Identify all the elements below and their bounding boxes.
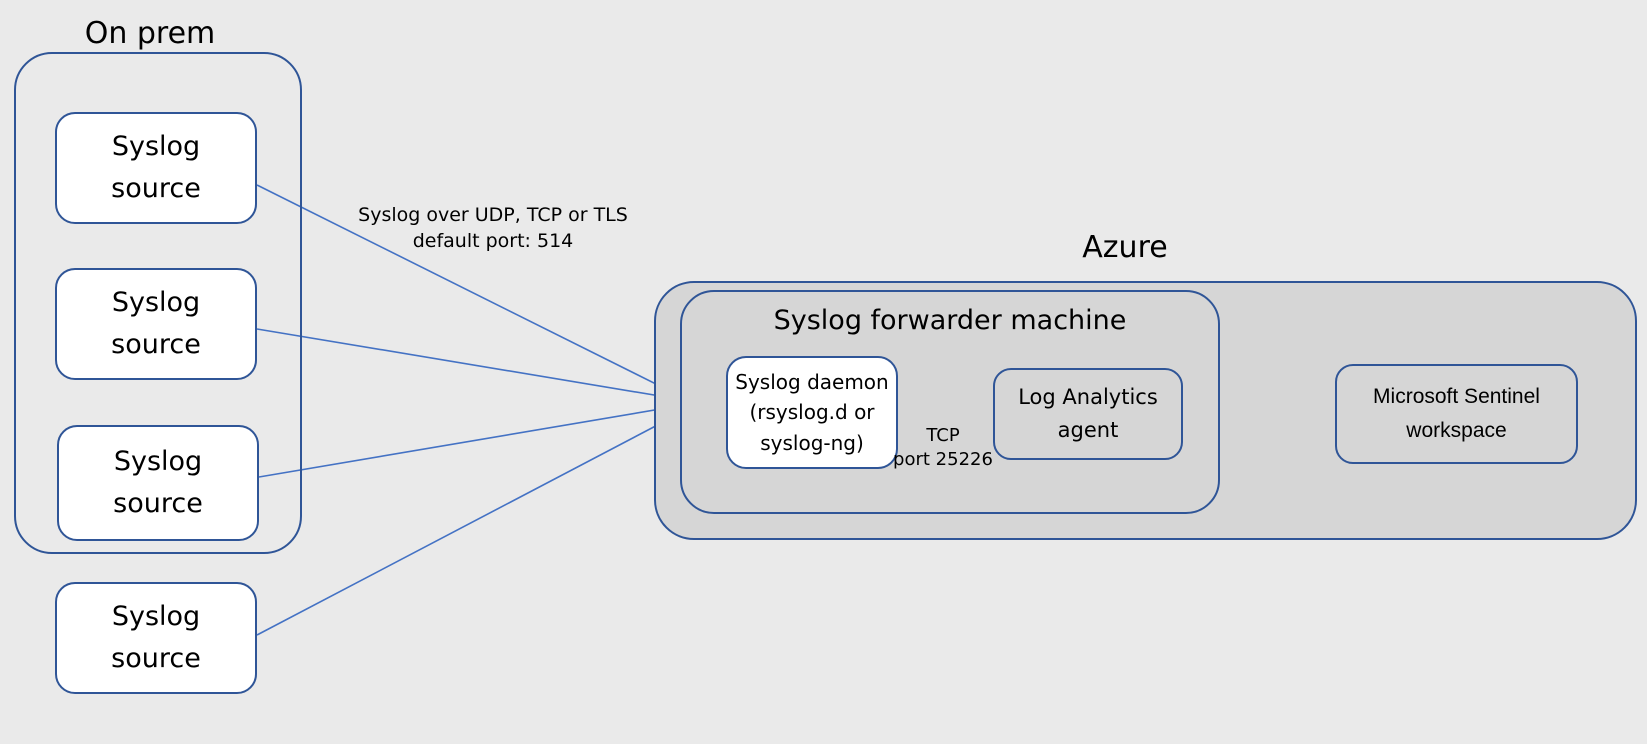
syslog-source-4-line2: source — [111, 643, 201, 674]
syslog-source-1-line1: Syslog — [111, 131, 201, 163]
azure-caption: Azure — [1082, 230, 1168, 265]
microsoft-sentinel-workspace-line1: Microsoft Sentinel — [1373, 384, 1540, 408]
edge-label-tcp-port: TCP port 25226 — [888, 424, 998, 473]
syslog-source-1-line2: source — [111, 173, 201, 204]
syslog-source-4-line1: Syslog — [111, 601, 201, 633]
edge-label-tcp-port-line1: TCP — [926, 425, 960, 446]
syslog-source-3[interactable]: Syslog source — [57, 425, 259, 541]
syslog-source-1[interactable]: Syslog source — [55, 112, 257, 224]
syslog-daemon-line1: Syslog daemon — [735, 369, 889, 394]
syslog-daemon-line2: (rsyslog.d or — [749, 400, 875, 425]
syslog-daemon-line3: syslog-ng) — [760, 430, 864, 455]
log-analytics-agent-line1: Log Analytics — [1018, 385, 1158, 410]
syslog-daemon-box[interactable]: Syslog daemon (rsyslog.d or syslog-ng) — [726, 356, 898, 469]
edge-label-tcp-port-line2: port 25226 — [893, 449, 993, 471]
onprem-group — [14, 52, 302, 554]
syslog-source-2-line2: source — [111, 329, 201, 360]
syslog-source-3-line2: source — [113, 488, 203, 519]
log-analytics-agent-box[interactable]: Log Analytics agent — [993, 368, 1183, 460]
log-analytics-agent-line2: agent — [1057, 418, 1119, 442]
syslog-source-4[interactable]: Syslog source — [55, 582, 257, 694]
edge-label-syslog-transport-line1: Syslog over UDP, TCP or TLS — [358, 204, 628, 226]
edge-label-syslog-transport-line2: default port: 514 — [412, 229, 574, 252]
onprem-caption: On prem — [84, 16, 216, 51]
microsoft-sentinel-workspace-box[interactable]: Microsoft Sentinel workspace — [1335, 364, 1578, 464]
syslog-source-2[interactable]: Syslog source — [55, 268, 257, 380]
syslog-source-3-line1: Syslog — [113, 446, 203, 478]
syslog-source-2-line1: Syslog — [111, 287, 201, 319]
microsoft-sentinel-workspace-line2: workspace — [1406, 419, 1507, 442]
syslog-forwarder-machine-caption: Syslog forwarder machine — [773, 305, 1127, 336]
edge-label-syslog-transport: Syslog over UDP, TCP or TLS default port… — [348, 203, 638, 254]
